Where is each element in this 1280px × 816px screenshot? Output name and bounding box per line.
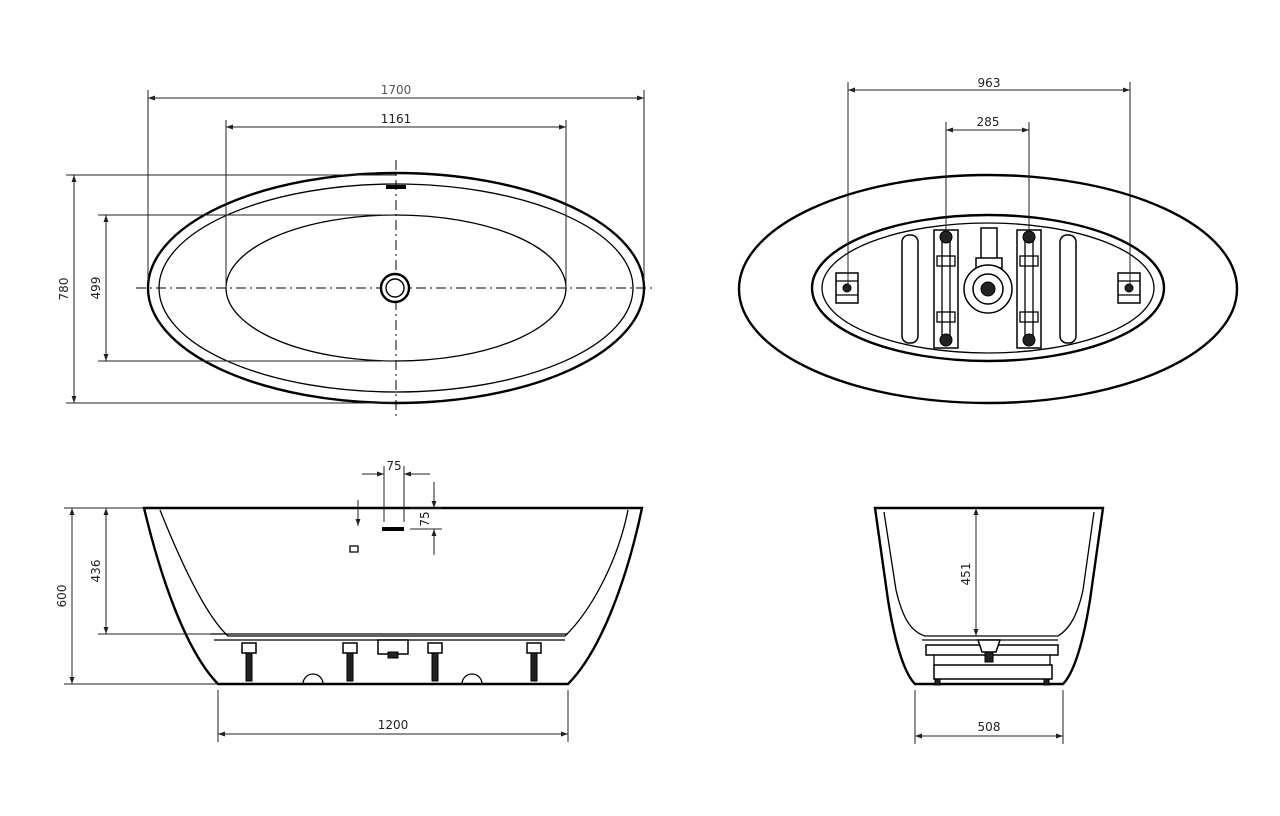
leg-2 <box>342 642 358 682</box>
dim-overall-width: 780 <box>57 278 71 301</box>
dim-feet-spacing: 285 <box>977 115 1000 129</box>
dim-inner-length: 1161 <box>381 112 412 126</box>
leg-4 <box>526 642 542 682</box>
tub-end-inner <box>883 511 1095 637</box>
dim-base-length: 1200 <box>378 718 409 732</box>
end-view: 451 508 <box>873 506 1105 744</box>
frame-left <box>933 229 959 349</box>
frame-right <box>1016 229 1042 349</box>
dim-overall-length: 1700 <box>381 83 412 97</box>
top-view: 1700 1161 780 499 <box>57 83 656 416</box>
dim-inner-width: 499 <box>89 277 103 300</box>
dim-end-inner-depth: 451 <box>959 563 973 586</box>
side-drain <box>377 639 409 659</box>
side-overflow <box>382 527 404 531</box>
dim-inner-depth: 436 <box>89 560 103 583</box>
tub-side-profile <box>142 506 644 686</box>
underside-base <box>810 213 1166 363</box>
foot-pad-right <box>1117 272 1141 304</box>
foot-pad-left <box>835 272 859 304</box>
leg-1 <box>241 642 257 682</box>
tub-side-inner <box>159 509 629 637</box>
dim-overall-height: 600 <box>55 585 69 608</box>
leg-3 <box>427 642 443 682</box>
side-view: 75 75 600 436 1200 <box>55 459 644 742</box>
end-drain <box>976 639 1002 663</box>
overflow-outlet <box>386 185 406 189</box>
bottom-view: 963 285 <box>737 76 1239 405</box>
underside-outer <box>737 173 1239 405</box>
tub-end-profile <box>873 506 1105 686</box>
drain-inner <box>385 278 405 298</box>
dim-overflow-width: 75 <box>386 459 401 473</box>
support-rail-left-outer <box>901 234 919 344</box>
dim-overflow-height: 75 <box>418 511 432 526</box>
dim-underside-width: 963 <box>978 76 1001 90</box>
underside-frame <box>821 222 1155 354</box>
support-rail-right-outer <box>1059 234 1077 344</box>
dim-end-base-width: 508 <box>978 720 1001 734</box>
drain-assembly <box>963 227 1013 314</box>
